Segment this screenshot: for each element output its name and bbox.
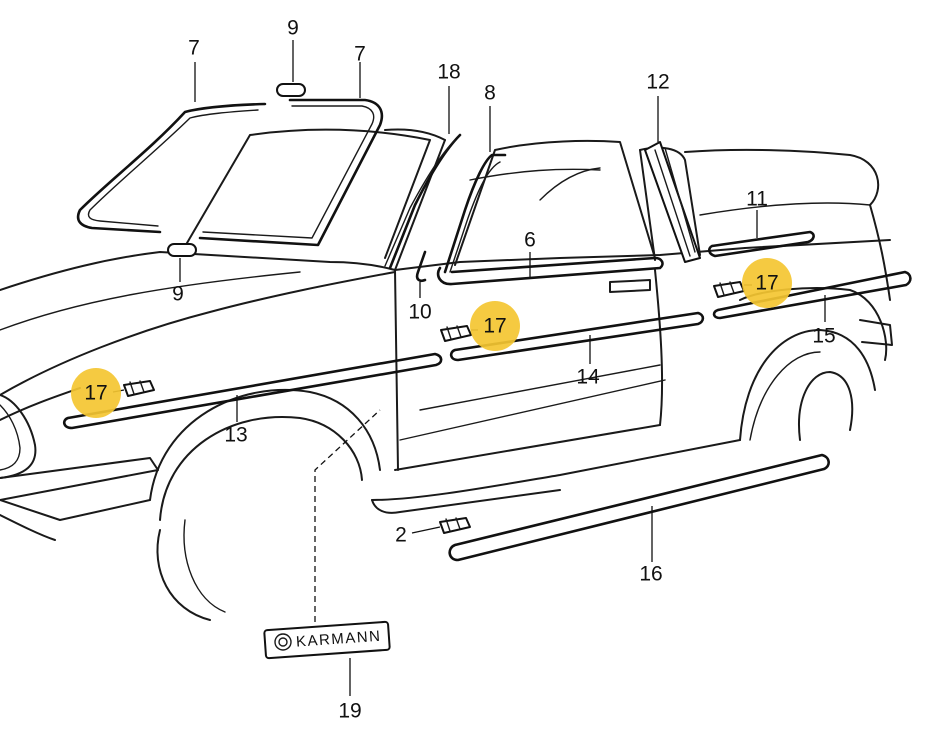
car-body-outline — [0, 128, 893, 621]
clip-2 — [439, 517, 471, 534]
callout-19: 19 — [338, 700, 361, 723]
highlights — [71, 258, 792, 418]
callout-2: 2 — [395, 524, 407, 547]
callout-7b: 7 — [354, 43, 366, 66]
leader-lines — [112, 40, 826, 696]
callout-14: 14 — [576, 366, 600, 389]
windshield-seal-left-inner — [87, 109, 259, 227]
callout-7a: 7 — [188, 37, 200, 60]
callout-11: 11 — [746, 188, 768, 211]
belt-strip-6 — [436, 256, 664, 286]
clip-17-mid — [440, 325, 472, 342]
windshield-seal-right-inner — [202, 105, 375, 239]
callout-18: 18 — [437, 61, 460, 84]
door-strip-14 — [449, 311, 705, 362]
callout-15: 15 — [812, 325, 835, 348]
callout-6: 6 — [524, 229, 536, 252]
callout-12: 12 — [646, 71, 669, 94]
sill-strip-16 — [448, 453, 830, 562]
callout-8: 8 — [484, 82, 496, 105]
callout-10: 10 — [408, 301, 431, 324]
callout-17c: 17 — [755, 272, 778, 295]
windshield-seal-left — [76, 102, 267, 234]
strip-10 — [415, 250, 427, 283]
windshield-seal-right — [198, 98, 384, 247]
fender-strip-13 — [62, 352, 443, 430]
clip-17-right — [713, 281, 745, 298]
rear-body-strip-15 — [712, 270, 912, 320]
callout-13: 13 — [224, 424, 247, 447]
highlight-17c — [742, 258, 792, 308]
clip-17-left — [123, 380, 155, 397]
callout-labels: 7 9 7 18 8 12 11 6 9 10 17 17 17 15 14 1… — [84, 17, 835, 723]
callout-17b: 17 — [483, 315, 506, 338]
highlight-17b — [470, 301, 520, 351]
callout-9b: 9 — [172, 283, 184, 306]
karmann-badge: KARMANN — [263, 620, 391, 660]
callout-16: 16 — [639, 563, 662, 586]
clip-9-top — [276, 83, 306, 97]
clip-9-bottom — [167, 243, 197, 257]
callout-17a: 17 — [84, 382, 107, 405]
highlight-17a — [71, 368, 121, 418]
badge-text: KARMANN — [295, 628, 381, 651]
window-trim-8 — [443, 153, 507, 274]
rear-belt-strip-11 — [708, 230, 815, 258]
callout-9a: 9 — [287, 17, 299, 40]
